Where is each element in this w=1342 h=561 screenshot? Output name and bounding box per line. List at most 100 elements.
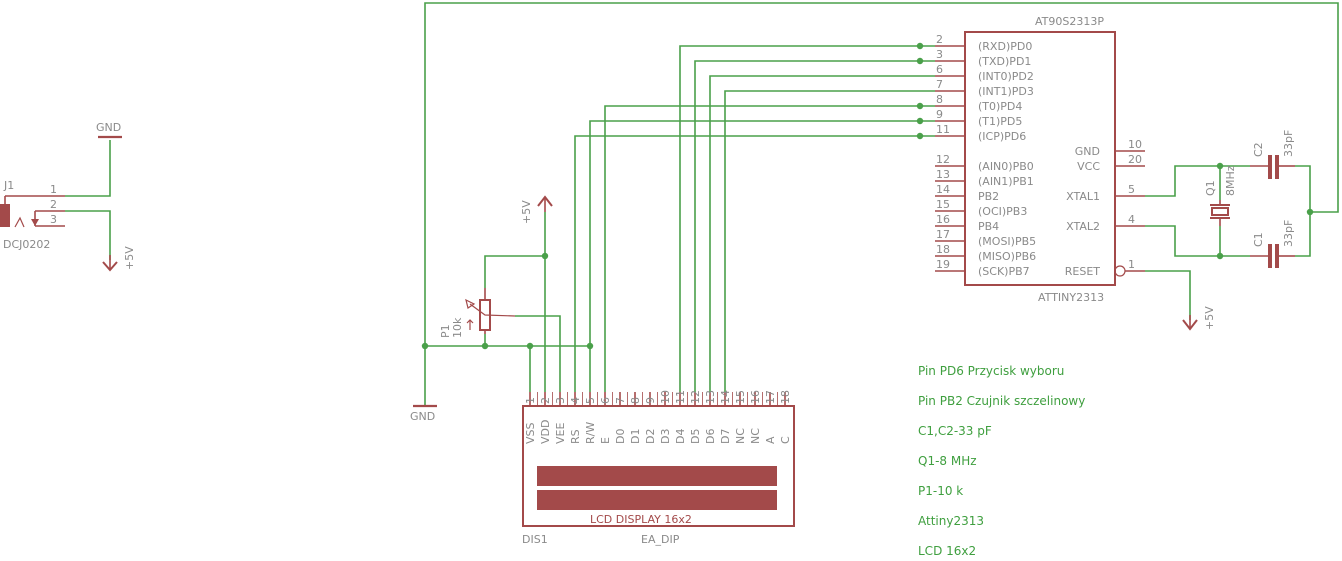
pin-name: RESET: [1065, 265, 1101, 278]
junction: [916, 57, 924, 65]
pin-number: 4: [1128, 213, 1135, 226]
pin-name: A: [764, 436, 777, 444]
mcu-attiny2313[interactable]: AT90S2313P ATTINY2313 2(RXD)PD03(TXD)PD1…: [935, 15, 1145, 304]
pin-name: GND: [1075, 145, 1100, 158]
pin-name: (TXD)PD1: [978, 55, 1031, 68]
junction: [1306, 208, 1314, 216]
pin-number: 13: [704, 390, 717, 404]
note-line: Pin PD6 Przycisk wyboru: [918, 364, 1064, 378]
pin-name: C: [779, 436, 792, 444]
lcd-pin-7: 7D0: [614, 392, 628, 444]
pin-number: 7: [614, 397, 627, 404]
note-line: Attiny2313: [918, 514, 984, 528]
connector-j1[interactable]: J1 DCJ0202 1 2 3: [0, 179, 65, 251]
pin-number: 11: [936, 123, 950, 136]
pin-number: 7: [936, 78, 943, 91]
note-line: Pin PB2 Czujnik szczelinowy: [918, 394, 1085, 408]
svg-text:+5V: +5V: [123, 246, 136, 270]
vcc-symbol-j1: +5V: [102, 246, 136, 272]
junction: [526, 342, 534, 350]
junction: [916, 132, 924, 140]
wire-pd4-e: [604, 105, 935, 392]
pin-number: 17: [764, 390, 777, 404]
pin-number: 13: [936, 168, 950, 181]
p1-ref: P1: [439, 324, 452, 338]
pin-number: 19: [936, 258, 950, 271]
mcu-pin-19: 19(SCK)PB7: [935, 258, 1030, 278]
pin-number: 12: [936, 153, 950, 166]
junction: [916, 42, 924, 50]
pin-number: 18: [779, 390, 792, 404]
wire-reset: [1145, 270, 1191, 320]
mcu-pin-18: 18(MISO)PB6: [935, 243, 1036, 263]
junction: [586, 342, 594, 350]
pin-name: R/W: [584, 422, 597, 444]
pin-number: 15: [734, 390, 747, 404]
pin-name: (AIN0)PB0: [978, 160, 1034, 173]
lcd-pin-8: 8D1: [629, 392, 643, 444]
pin-number: 1: [1128, 258, 1135, 271]
wire-pd5-rw: [589, 120, 935, 346]
pin-name: D3: [659, 429, 672, 444]
mcu-pin-17: 17(MOSI)PB5: [935, 228, 1036, 248]
mcu-value: ATTINY2313: [1038, 291, 1104, 304]
junction: [481, 342, 489, 350]
junction: [916, 117, 924, 125]
pin-number: 3: [554, 397, 567, 404]
mcu-pin-3: 3(TXD)PD1: [935, 48, 1031, 68]
potentiometer-p1[interactable]: P1 10k: [439, 288, 516, 338]
lcd-row-1: [537, 466, 777, 486]
pin-number: 6: [936, 63, 943, 76]
capacitor-c1[interactable]: C1 33pF: [1250, 220, 1295, 268]
pin-name: D1: [629, 429, 642, 444]
wire-pd0-d4: [679, 45, 935, 392]
pin-name: D0: [614, 429, 627, 444]
pin-number: 10: [659, 390, 672, 404]
wire-pd3-d7: [724, 90, 935, 392]
gnd-symbol-j1: GND: [96, 121, 122, 139]
pin-number: 5: [584, 397, 597, 404]
wire-vee: [515, 315, 561, 392]
pin-name: (RXD)PD0: [978, 40, 1032, 53]
mcu-name: AT90S2313P: [1035, 15, 1104, 28]
capacitor-c2[interactable]: C2 33pF: [1250, 130, 1295, 179]
pin-name: VSS: [524, 422, 537, 444]
mcu-pin-13: 13(AIN1)PB1: [935, 168, 1034, 188]
pin-name: D4: [674, 429, 687, 444]
j1-pin-1: 1: [50, 183, 57, 196]
q1-value: 8MHz: [1224, 165, 1237, 196]
lcd-row-2: [537, 490, 777, 510]
lcd-display-dis1[interactable]: LCD DISPLAY 16x2 DIS1 EA_DIP 1VSS2VDD3VE…: [522, 390, 795, 546]
pin-number: 8: [629, 397, 642, 404]
pin-name: PB2: [978, 190, 999, 203]
wire-top-loop: [424, 2, 1339, 405]
pin-number: 17: [936, 228, 950, 241]
note-line: Q1-8 MHz: [918, 454, 977, 468]
crystal-q1[interactable]: Q1 8MHz: [1204, 165, 1237, 226]
pin-number: 11: [674, 390, 687, 404]
pin-number: 10: [1128, 138, 1142, 151]
pin-number: 4: [569, 397, 582, 404]
mcu-pin-7: 7(INT1)PD3: [935, 78, 1034, 98]
pin-number: 20: [1128, 153, 1142, 166]
pin-number: 6: [599, 397, 612, 404]
lcd-title: LCD DISPLAY 16x2: [590, 513, 692, 526]
c1-value: 33pF: [1282, 220, 1295, 247]
pin-number: 14: [719, 390, 732, 404]
pin-name: XTAL2: [1066, 220, 1100, 233]
junctions: [421, 42, 1314, 350]
pin-number: 18: [936, 243, 950, 256]
q1-ref: Q1: [1204, 180, 1217, 196]
j1-value: DCJ0202: [3, 238, 50, 251]
svg-text:GND: GND: [410, 410, 435, 423]
pin-number: 5: [1128, 183, 1135, 196]
c2-ref: C2: [1252, 142, 1265, 157]
arrow-up-icon: [466, 319, 474, 324]
